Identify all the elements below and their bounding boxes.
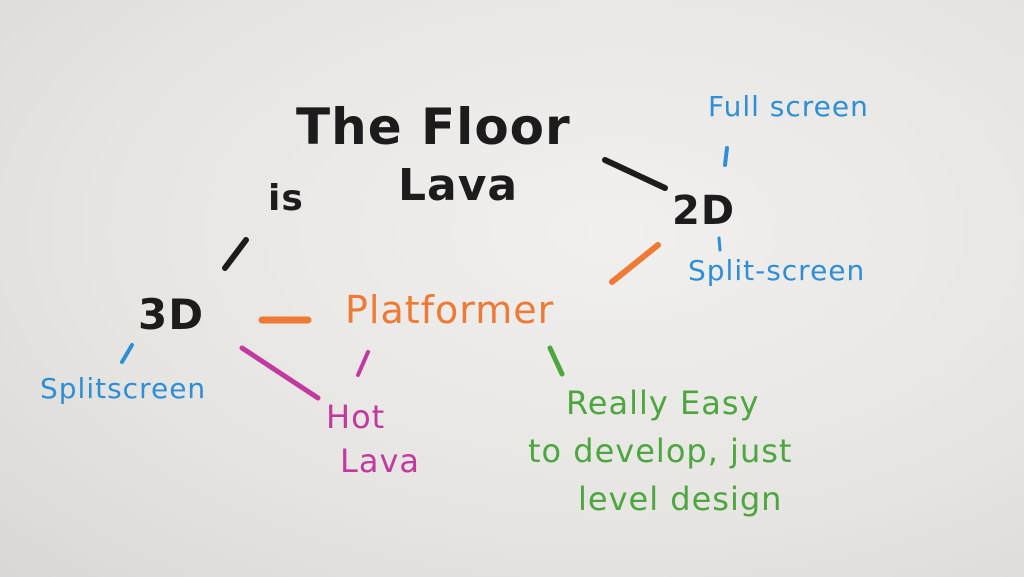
note-line1: Really Easy — [566, 384, 760, 422]
line-title-2d — [602, 157, 668, 191]
note-line2: to develop, just — [528, 432, 793, 470]
line-platformer-hotlava — [356, 350, 370, 377]
node-hot-lava-line2: Lava — [340, 442, 420, 480]
line-3d-splitscreen — [120, 343, 134, 364]
line-2d-fullscreen — [723, 146, 729, 167]
line-3d-hotlava — [239, 345, 321, 401]
note-line3: level design — [578, 480, 783, 518]
title-the-floor: The Floor — [296, 98, 571, 156]
line-2d-platformer — [609, 242, 661, 285]
line-2d-splitscreen — [717, 236, 722, 252]
node-2d: 2D — [672, 188, 736, 234]
node-3d: 3D — [138, 290, 205, 339]
node-2d-splitscreen: Split-screen — [688, 254, 866, 287]
node-platformer: Platformer — [345, 288, 555, 332]
node-3d-splitscreen: Splitscreen — [40, 372, 207, 405]
title-lava: Lava — [398, 160, 519, 211]
node-hot-lava-line1: Hot — [326, 398, 386, 436]
node-2d-fullscreen: Full screen — [708, 90, 869, 123]
line-platformer-note — [547, 345, 565, 377]
title-is: is — [268, 178, 304, 219]
line-is-3d — [222, 237, 249, 271]
